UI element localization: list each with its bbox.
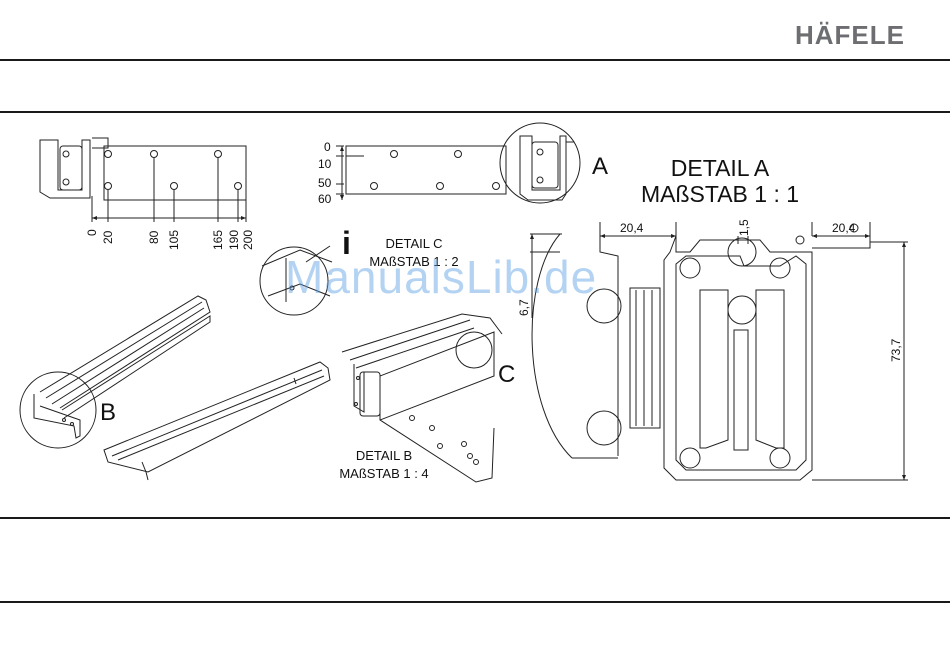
detail-b-scale: MAßSTAB 1 : 4	[339, 466, 428, 481]
detail-b-circle	[20, 372, 96, 448]
callout-a: A	[592, 153, 608, 180]
left-slide-assembly	[20, 296, 330, 480]
dim-x-200: 200	[241, 230, 255, 250]
dim-a-gap: 1,5	[737, 219, 751, 236]
dim-y-50: 50	[318, 176, 332, 190]
top-middle-plate-view	[336, 123, 580, 203]
top-left-plate-view	[40, 138, 246, 222]
detail-c-circle	[456, 332, 492, 368]
detail-c-title: DETAIL C	[385, 236, 442, 251]
dim-x-80: 80	[147, 230, 161, 244]
dim-x-20: 20	[101, 230, 115, 244]
dim-a-left-width: 20,4	[620, 221, 644, 235]
dim-y-0: 0	[324, 140, 331, 154]
dim-a-right-width: 20,4	[832, 221, 856, 235]
dim-x-0: 0	[85, 229, 99, 236]
watermark: ManualsLib.de	[285, 250, 597, 304]
detail-b-title: DETAIL B	[356, 448, 412, 463]
dim-y-60: 60	[318, 192, 332, 206]
detail-a-scale: MAßSTAB 1 : 1	[641, 181, 799, 207]
detail-a-circle	[500, 123, 580, 203]
callout-c: C	[498, 361, 515, 388]
dim-y-10: 10	[318, 157, 332, 171]
dim-a-height: 73,7	[889, 338, 903, 362]
dim-x-190: 190	[227, 230, 241, 250]
dim-x-105: 105	[167, 230, 181, 250]
detail-a-title: DETAIL A	[671, 155, 770, 181]
dim-x-165: 165	[211, 230, 225, 250]
callout-b: B	[100, 399, 116, 426]
